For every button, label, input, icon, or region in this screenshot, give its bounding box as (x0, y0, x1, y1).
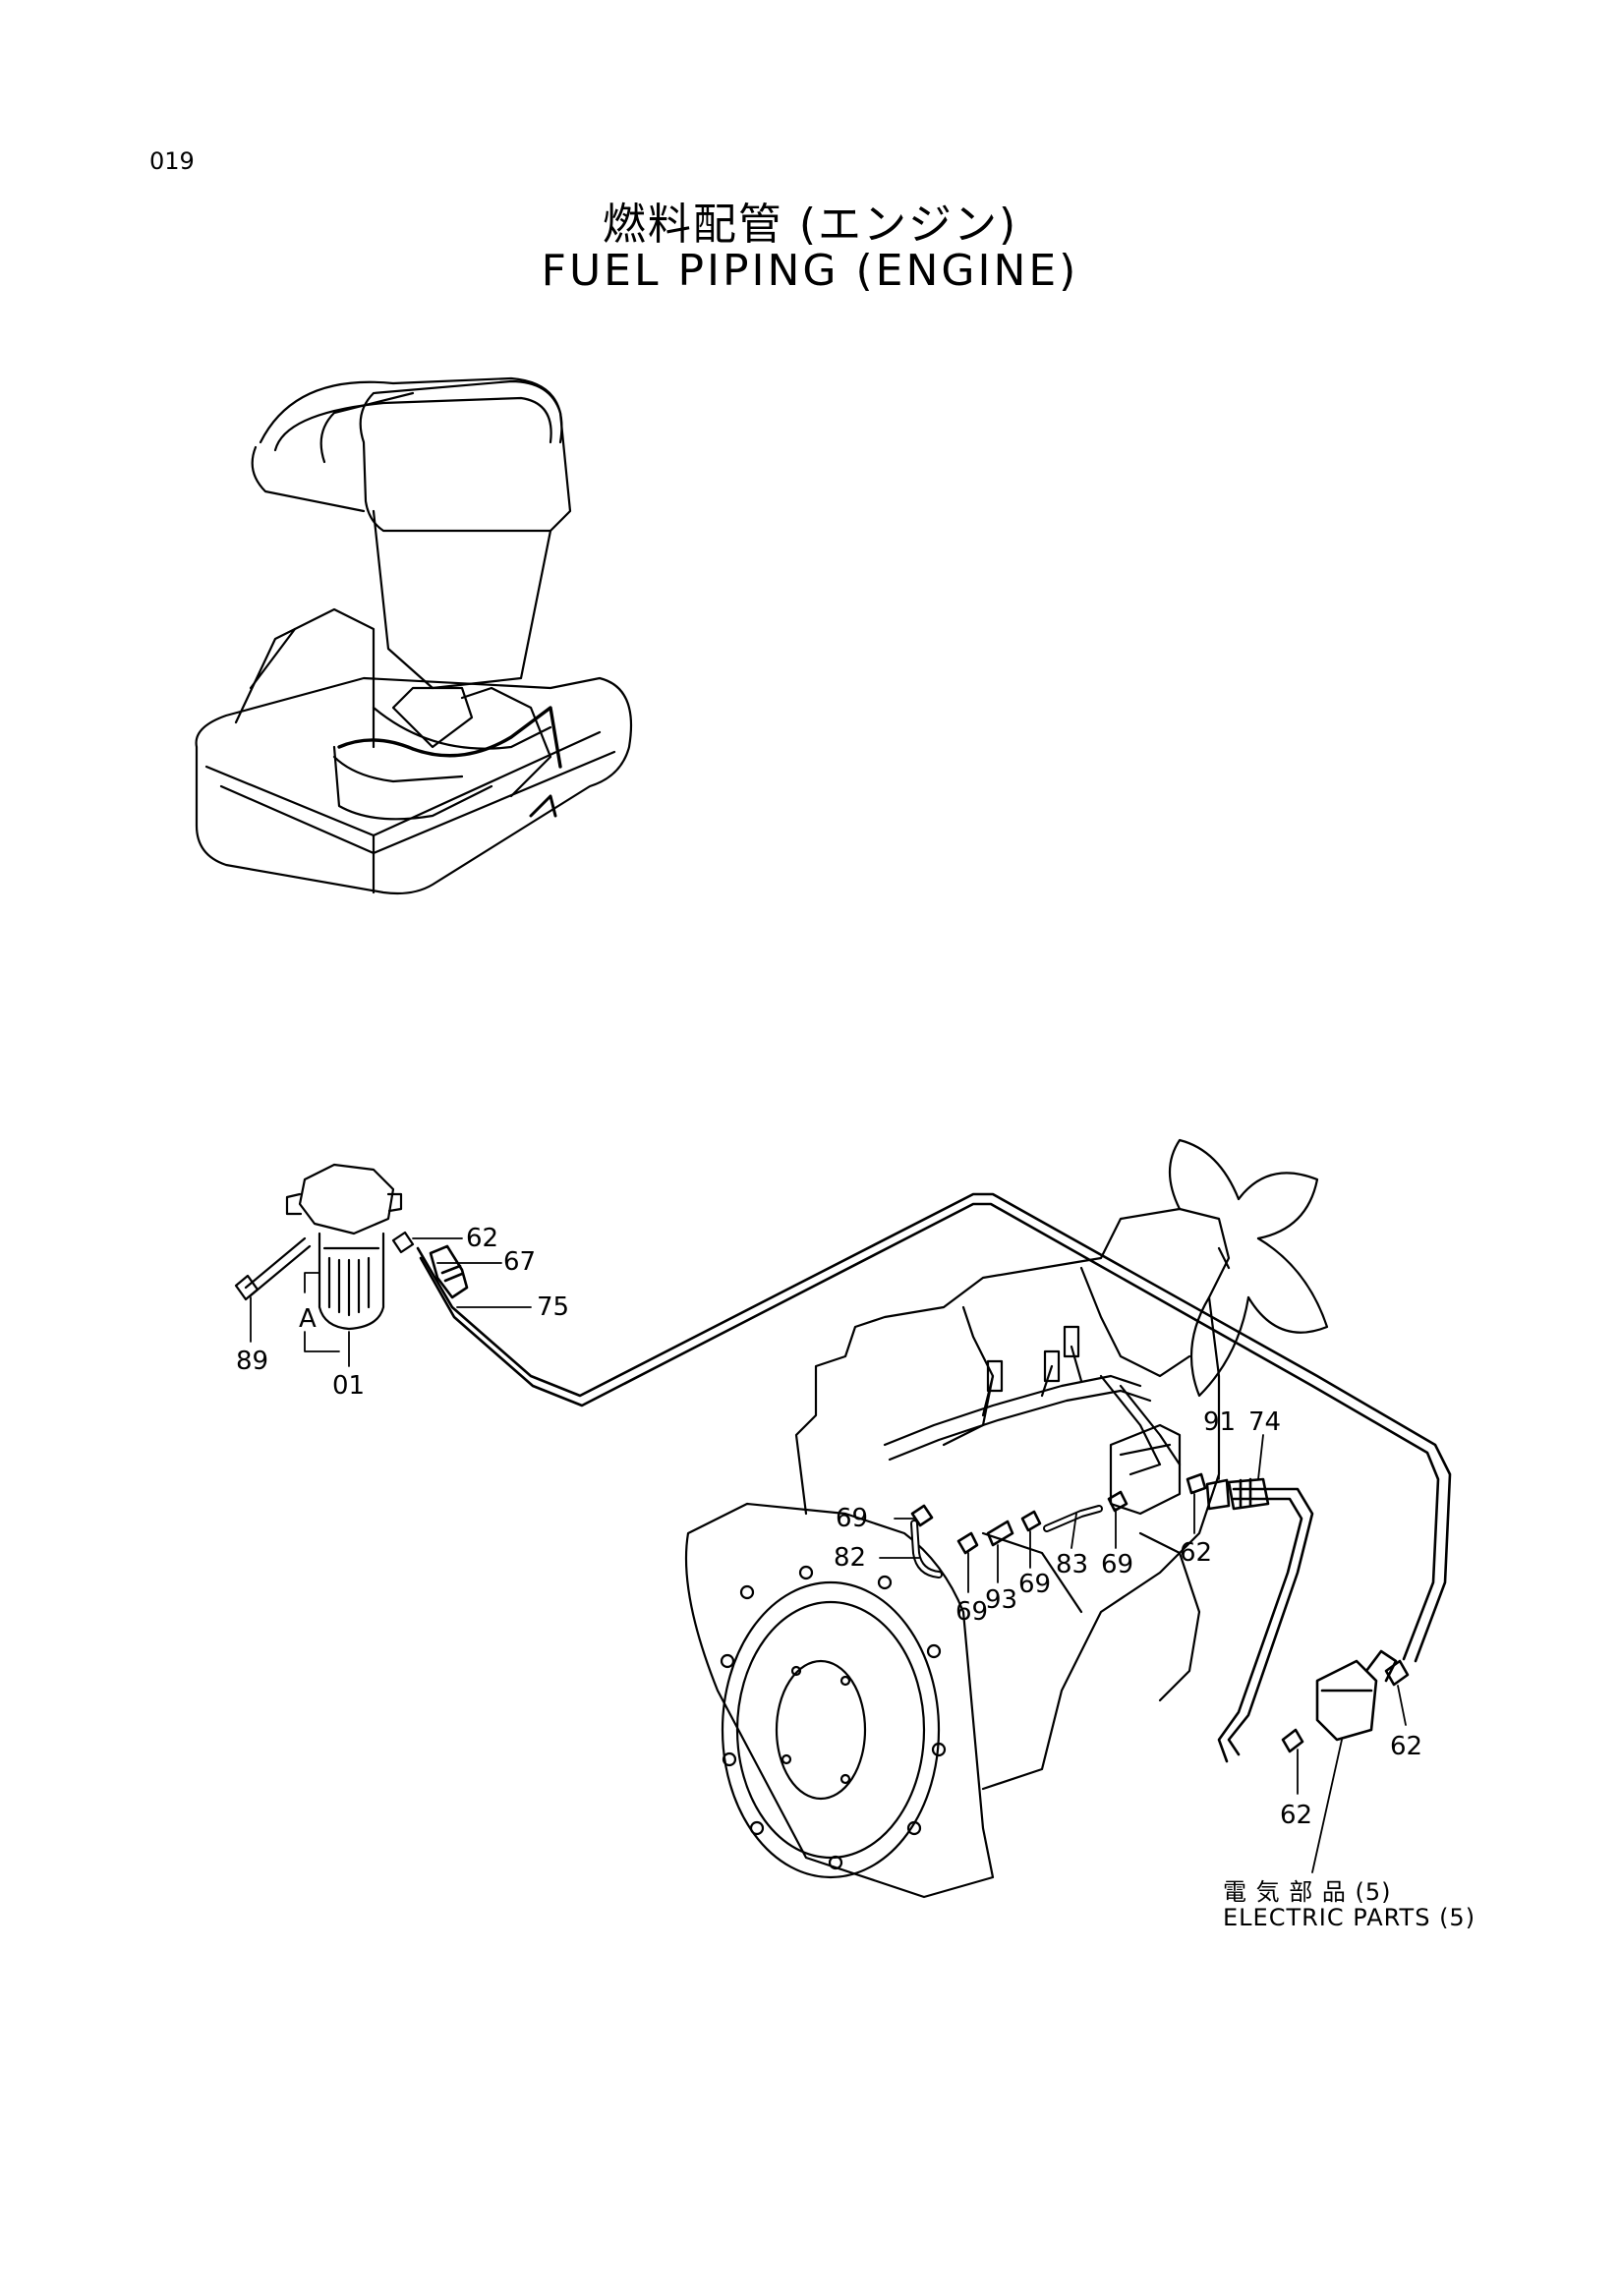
callout-62-right: 62 (1390, 1732, 1422, 1761)
callout-69-a: 69 (836, 1504, 868, 1533)
page-title-english: FUEL PIPING (ENGINE) (541, 246, 1079, 296)
callout-62-low: 62 (1280, 1801, 1312, 1830)
callout-83: 83 (1056, 1550, 1088, 1579)
callout-67: 67 (503, 1247, 536, 1277)
page-number: 019 (149, 147, 195, 175)
fuel-filter-drawing (234, 1163, 415, 1331)
engine-block-drawing (684, 1138, 1329, 1899)
callout-01: 01 (332, 1371, 365, 1401)
electric-parts-note-japanese: 電 気 部 品 (5) (1223, 1878, 1392, 1906)
callout-89: 89 (236, 1347, 268, 1376)
callout-leader-lines (250, 1237, 1407, 1873)
fuel-pipe-route (416, 1192, 1452, 1763)
callout-62-mid: 62 (1180, 1538, 1212, 1568)
callout-a: A (299, 1304, 317, 1334)
page-title-japanese: 燃料配管 (エンジン) (602, 200, 1018, 250)
callout-69-b: 69 (955, 1597, 988, 1627)
callout-62-top: 62 (466, 1224, 498, 1253)
callout-93: 93 (985, 1585, 1017, 1615)
callout-82: 82 (834, 1543, 866, 1573)
callout-75: 75 (537, 1292, 569, 1322)
callout-69-d: 69 (1101, 1550, 1133, 1579)
callout-69-c: 69 (1018, 1570, 1051, 1599)
callout-74: 74 (1248, 1407, 1281, 1437)
electric-parts-note-english: ELECTRIC PARTS (5) (1223, 1904, 1476, 1931)
excavator-overview-drawing (195, 376, 633, 895)
callout-labels: 62 67 75 89 A 01 91 74 69 82 69 93 69 83… (236, 1224, 1422, 1830)
callout-91: 91 (1203, 1407, 1236, 1437)
